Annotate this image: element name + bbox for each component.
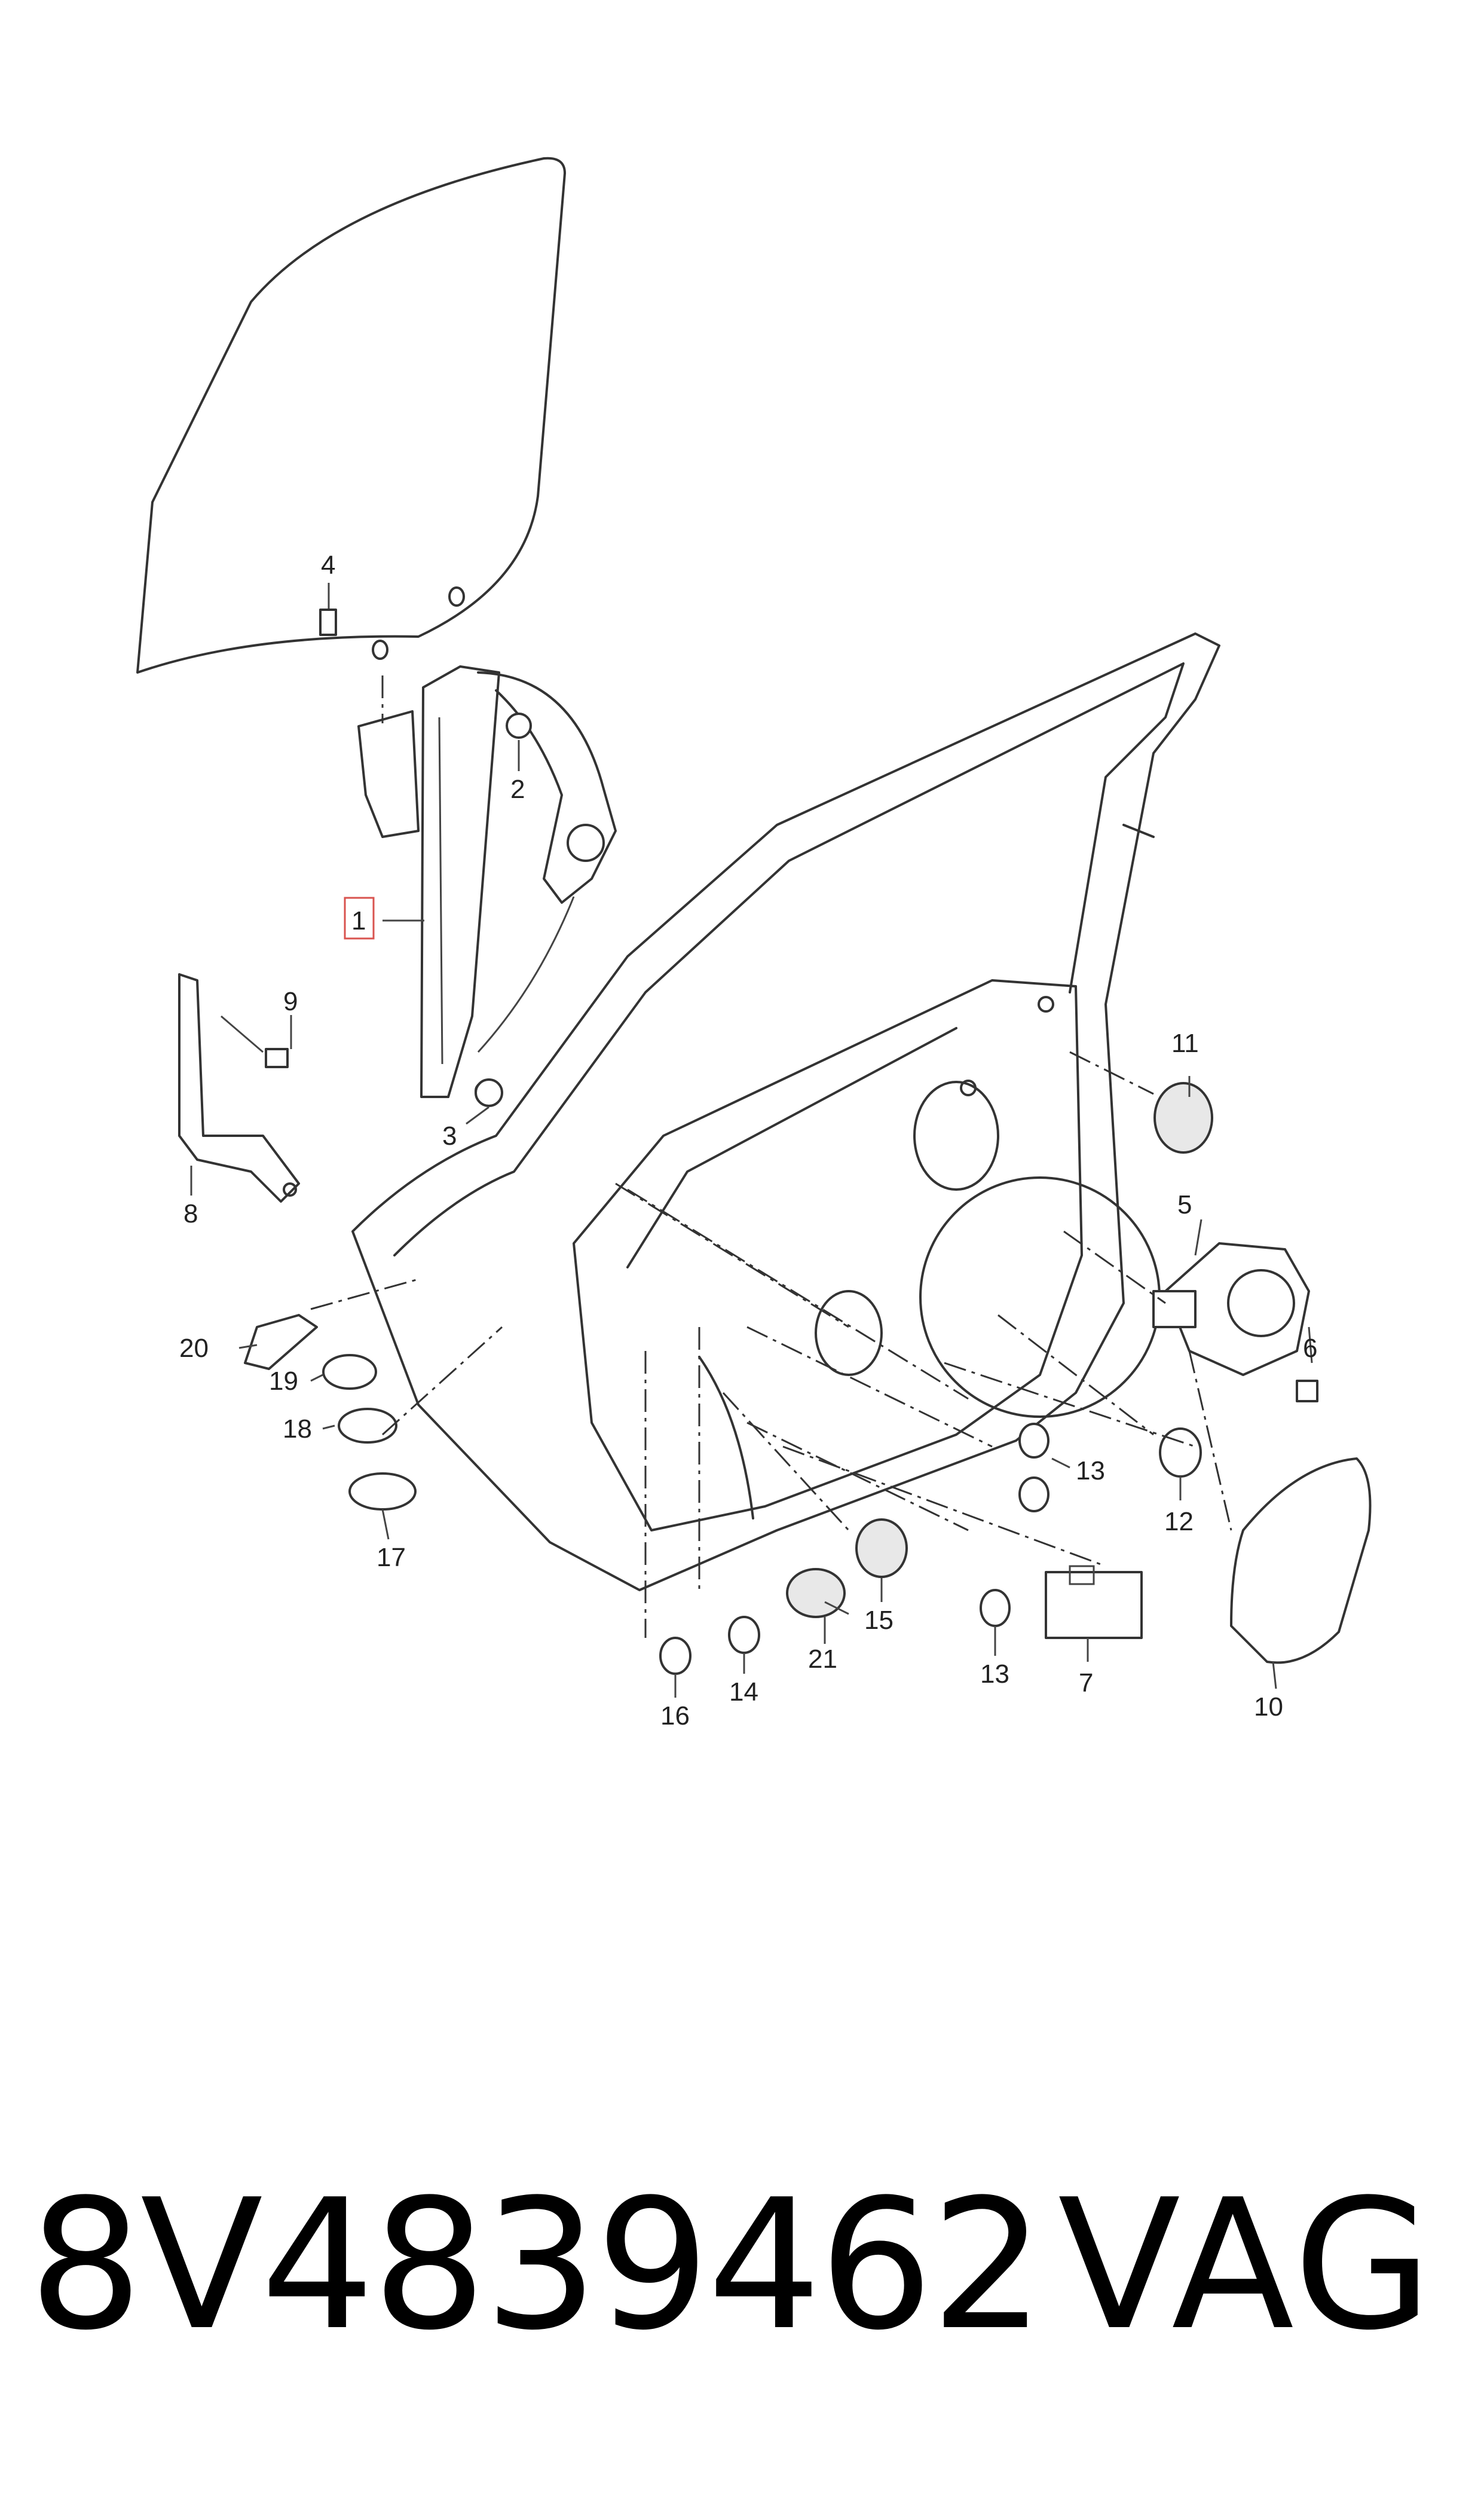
window-glass	[136, 157, 566, 674]
callout-9: 9	[283, 987, 298, 1016]
callout-leaders	[190, 583, 1313, 1698]
plug-18	[338, 1408, 397, 1444]
leader-lines	[381, 1182, 1196, 1638]
callout-1-highlight	[344, 897, 375, 940]
plug-13-upper	[1018, 1423, 1049, 1512]
callout-5: 5	[1177, 1190, 1192, 1219]
callout-18: 18	[283, 1414, 312, 1444]
callout-2: 2	[510, 775, 525, 804]
bolt-4	[319, 609, 384, 723]
bolt-9	[221, 1015, 289, 1068]
callout-19: 19	[269, 1366, 298, 1396]
plug-14	[728, 1616, 760, 1654]
footer: 8V4839462 VAG	[0, 2152, 1484, 2403]
callout-7: 7	[1079, 1668, 1093, 1698]
callout-11: 11	[1171, 1029, 1199, 1058]
grommet-21	[786, 1568, 849, 1618]
callout-3: 3	[442, 1121, 457, 1151]
nut-2	[506, 713, 532, 739]
window-motor-5	[1152, 1242, 1310, 1376]
door-inner-panel	[351, 632, 1220, 1591]
plug-11	[1069, 1051, 1213, 1154]
callout-labels: 1 2 3 4 5 6 7 8 9 10 11 12 13 13 14 15 1…	[179, 551, 1317, 1731]
seal-17	[348, 1472, 417, 1511]
callout-13-upper: 13	[1076, 1456, 1105, 1485]
plug-19	[322, 1354, 377, 1390]
pad-20	[244, 1278, 419, 1370]
callout-14: 14	[729, 1677, 758, 1707]
nut-3	[475, 1078, 503, 1107]
plug-16	[659, 1637, 691, 1675]
callout-8: 8	[183, 1199, 198, 1228]
callout-13-lower: 13	[980, 1659, 1009, 1689]
callout-12: 12	[1164, 1507, 1194, 1536]
screw-6	[1296, 1380, 1318, 1402]
part-number: 8V4839462	[29, 2161, 1045, 2370]
plug-15	[855, 1518, 908, 1578]
callout-15: 15	[864, 1606, 894, 1635]
control-unit-7	[1045, 1565, 1143, 1639]
callout-21: 21	[808, 1644, 837, 1674]
callout-16: 16	[660, 1701, 690, 1731]
callout-20: 20	[179, 1334, 209, 1363]
plug-13-lower	[980, 1589, 1011, 1627]
cover-10	[1188, 1350, 1372, 1664]
brand-name: VAG	[1058, 2161, 1435, 2370]
callout-1: 1	[351, 906, 366, 936]
callout-10: 10	[1254, 1692, 1283, 1722]
cable-guide-8	[178, 973, 300, 1203]
window-regulator	[357, 665, 617, 1100]
plug-12	[1159, 1427, 1202, 1478]
callout-17: 17	[377, 1543, 406, 1572]
callout-6: 6	[1303, 1334, 1317, 1363]
callout-4: 4	[321, 551, 335, 580]
